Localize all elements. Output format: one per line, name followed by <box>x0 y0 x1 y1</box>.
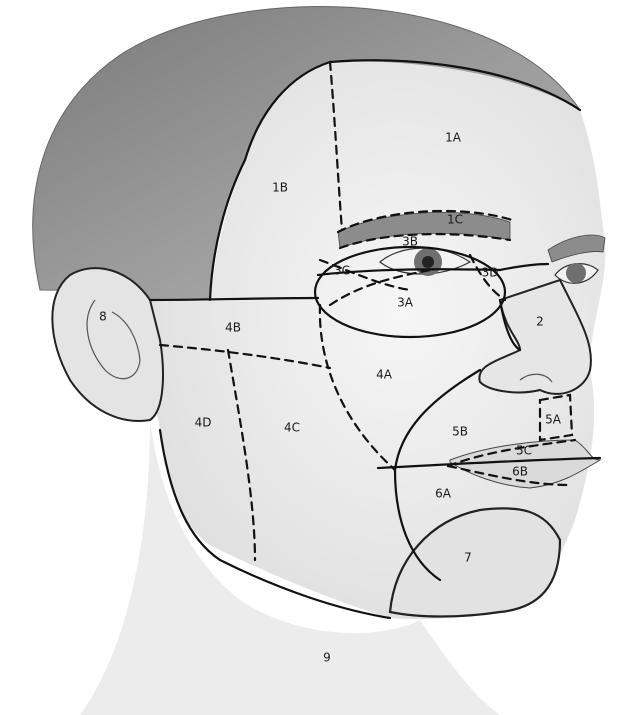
zone-label: 4D <box>195 416 212 430</box>
zone-label: 1B <box>272 181 288 195</box>
zone-label: 6B <box>512 465 528 479</box>
zone-label: 3C <box>334 264 350 278</box>
zone-label: 4B <box>225 321 241 335</box>
zone-label: 7 <box>464 551 472 565</box>
zone-label: 9 <box>323 651 331 665</box>
zone-label: 5B <box>452 425 468 439</box>
zone-label: 1A <box>445 131 462 145</box>
zone-label: 3B <box>402 235 418 249</box>
right-iris <box>566 263 586 283</box>
zone-label: 1C <box>447 213 463 227</box>
zone-label: 5A <box>545 413 562 427</box>
zone-label: 6A <box>435 487 452 501</box>
zone-label: 3D <box>482 266 499 280</box>
zone-label: 3A <box>397 296 414 310</box>
zone-label: 2 <box>536 315 544 329</box>
zone-label: 8 <box>99 310 107 324</box>
zone-label: 5C <box>516 444 532 458</box>
zone-label: 4A <box>376 368 393 382</box>
left-pupil <box>422 256 434 268</box>
zone-label: 4C <box>284 421 300 435</box>
